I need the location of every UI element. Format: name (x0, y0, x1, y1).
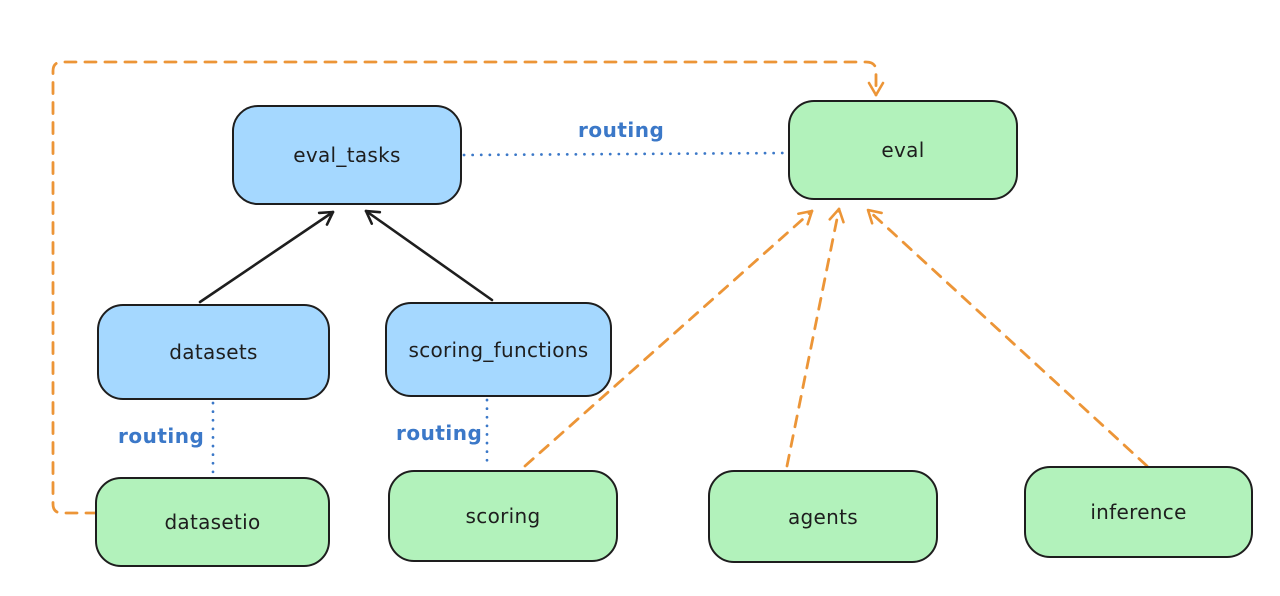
edge-scoring_functions-to-eval_tasks (364, 209, 494, 302)
node-datasets: datasets (97, 304, 330, 400)
node-eval_tasks-label: eval_tasks (293, 143, 401, 167)
node-scoring_functions: scoring_functions (385, 302, 612, 397)
node-agents: agents (708, 470, 938, 563)
node-eval-label: eval (881, 138, 925, 162)
node-eval_tasks: eval_tasks (232, 105, 462, 205)
node-eval: eval (788, 100, 1018, 200)
routing-label-scoring_functions-scoring: routing (396, 421, 483, 445)
edge-inference-to-eval (866, 208, 1149, 468)
edge-datasetio-to-eval (51, 60, 885, 515)
edge-scoring-to-eval (523, 209, 814, 468)
node-inference: inference (1024, 466, 1253, 558)
node-datasets-label: datasets (169, 340, 258, 364)
routing-label-datasets-datasetio: routing (118, 424, 205, 448)
edge-agents-to-eval (785, 207, 845, 468)
node-agents-label: agents (788, 504, 858, 529)
node-inference-label: inference (1090, 500, 1187, 524)
routing-label-eval_tasks-eval: routing (578, 118, 665, 142)
node-scoring: scoring (388, 470, 618, 562)
edge-eval_tasks-to-eval-routing (462, 151, 788, 157)
edge-datasets-to-eval_tasks (198, 210, 335, 304)
node-scoring_functions-label: scoring_functions (408, 337, 589, 362)
node-scoring-label: scoring (465, 504, 541, 528)
node-datasetio: datasetio (95, 477, 330, 567)
node-datasetio-label: datasetio (164, 510, 261, 534)
